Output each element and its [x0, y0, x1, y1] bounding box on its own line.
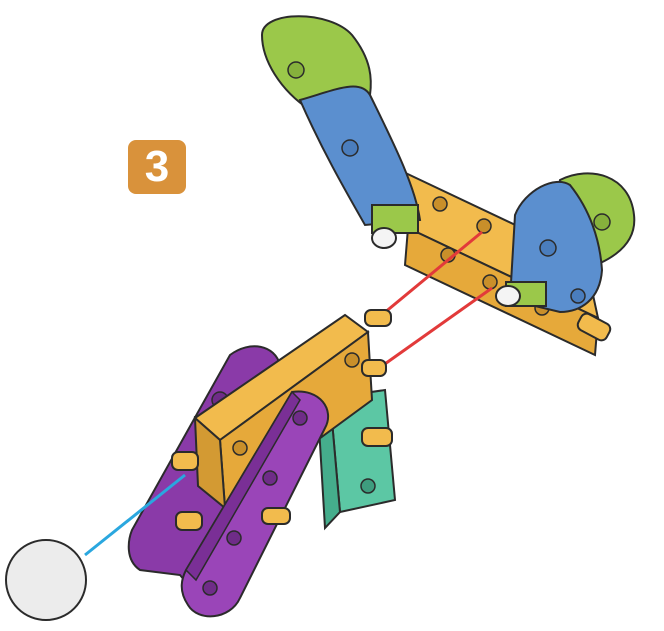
purple-link-front: [180, 390, 330, 618]
red-alignment-guides: [377, 230, 493, 368]
step-number: 3: [144, 142, 170, 191]
upper-right-arm: [495, 172, 636, 314]
blue-alignment-guide: [84, 473, 186, 557]
white-ball: [5, 539, 87, 621]
upper-left-arm: [260, 15, 422, 249]
step-number-badge: 3: [128, 140, 186, 194]
